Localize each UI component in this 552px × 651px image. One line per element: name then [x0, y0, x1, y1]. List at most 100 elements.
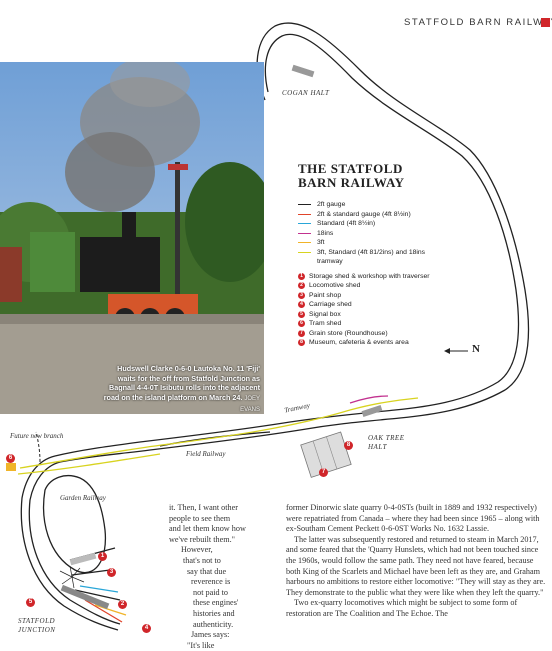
article-line: that's not to	[183, 555, 221, 565]
grain-store-building	[300, 431, 352, 478]
legend-label: 3ft, Standard (4ft 81/2ins) and 18ins tr…	[317, 248, 426, 266]
map-marker-7: 7	[319, 468, 328, 477]
legend-item: 2ft & standard gauge (4ft 8½in)	[298, 210, 437, 220]
junction-siding-3	[74, 589, 121, 601]
header-accent-square	[541, 18, 550, 27]
field-siding	[159, 431, 271, 447]
legend-numbered-item: 4 Carriage shed	[298, 300, 437, 310]
legend-label: 3ft	[317, 239, 325, 246]
oak-tree-halt-platform	[361, 405, 383, 417]
article-line: it. Then, I want other	[169, 503, 238, 512]
map-marker-6: 6	[6, 454, 15, 463]
north-arrow	[444, 348, 468, 354]
map-marker-8: 8	[344, 441, 353, 450]
signal-box-fan	[59, 565, 85, 589]
18in-track	[349, 395, 389, 404]
legend-numbered-label: Museum, cafeteria & events area	[309, 339, 409, 346]
legend-numbered-item: 5 Signal box	[298, 310, 437, 320]
oak-tree-halt-label-2: HALT	[368, 443, 387, 451]
article-line: reverence is	[191, 577, 231, 587]
article-line: "It's like	[187, 640, 215, 650]
number-badge: 4	[298, 301, 305, 309]
map-title: THE STATFOLD BARN RAILWAY	[298, 162, 405, 190]
number-badge: 5	[298, 310, 305, 318]
legend-numbered-label: Carriage shed	[309, 301, 352, 308]
map-title-line-2: BARN RAILWAY	[298, 175, 405, 190]
article-paragraph: Two ex-quarry locomotives which might be…	[286, 598, 518, 618]
legend-label: 2ft gauge	[317, 201, 346, 208]
garden-railway-loop	[42, 475, 107, 574]
number-badge: 2	[298, 282, 305, 290]
legend-label: 2ft & standard gauge (4ft 8½in)	[317, 210, 411, 218]
field-railway-label: Field Railway	[186, 450, 226, 458]
statfold-junction-label-2: JUNCTION	[18, 626, 56, 634]
photo-credit: JOEY EVANS	[240, 395, 260, 414]
legend-numbered-item: 1 Storage shed & workshop with traverser	[298, 272, 437, 282]
oak-tree-halt-label-1: OAK TREE	[368, 434, 405, 442]
legend-numbered-label: Paint shop	[309, 291, 342, 299]
photo-caption: Hudswell Clarke 0-6-0 Lautoka No. 11 'Fi…	[100, 364, 260, 414]
article-column-left: it. Then, I want other people to see the…	[169, 503, 281, 651]
legend-numbered-label: Storage shed & workshop with traverser	[309, 272, 430, 280]
caption-text: Hudswell Clarke 0-6-0 Lautoka No. 11 'Fi…	[103, 364, 260, 402]
map-marker-1: 1	[98, 552, 107, 561]
future-branch-label: Future new branch	[10, 432, 64, 440]
article-line: authenticity.	[193, 619, 234, 629]
number-badge: 1	[298, 272, 305, 280]
article-line: and let them know how	[169, 524, 246, 534]
north-label: N	[472, 343, 480, 355]
article-line: say that due	[187, 566, 227, 576]
future-branch-track	[35, 431, 41, 463]
map-marker-2: 2	[118, 600, 127, 609]
junction-siding-2	[71, 569, 111, 576]
number-badge: 6	[298, 320, 305, 328]
article-line: histories and	[193, 608, 235, 618]
number-badge: 8	[298, 339, 305, 347]
legend-numbered-label: Grain store (Roundhouse)	[309, 329, 388, 337]
tram-shed-building	[6, 463, 16, 471]
dual-gauge-track	[84, 599, 123, 623]
legend-numbered-item: 8 Museum, cafeteria & events area	[298, 338, 437, 348]
number-badge: 3	[298, 291, 305, 299]
steam-locomotive-photo: Hudswell Clarke 0-6-0 Lautoka No. 11 'Fi…	[0, 62, 264, 414]
legend-label: Standard (4ft 8½in)	[317, 220, 376, 227]
article-paragraph: The latter was subsequently restored and…	[286, 534, 546, 597]
article-line: not paid to	[193, 587, 229, 597]
storage-shed-building	[69, 552, 97, 566]
map-marker-4: 4	[142, 624, 151, 633]
article-line: James says:	[191, 630, 230, 640]
cogan-halt-label: COGAN HALT	[282, 89, 330, 97]
article-line: we've rebuilt them."	[169, 534, 235, 544]
legend-item: 3ft	[298, 238, 437, 248]
statfold-junction-platform	[60, 584, 110, 610]
legend-item: Standard (4ft 8½in)	[298, 219, 437, 229]
legend-numbered-item: 2 Locomotive shed	[298, 281, 437, 291]
legend-item: 2ft gauge	[298, 200, 437, 210]
tramway-track	[19, 397, 419, 469]
number-badge: 7	[298, 329, 305, 337]
map-marker-3: 3	[107, 568, 116, 577]
legend-numbered-label: Locomotive shed	[309, 282, 361, 289]
standard-gauge-track	[79, 585, 119, 593]
legend-numbered-item: 3 Paint shop	[298, 291, 437, 301]
running-header: STATFOLD BARN RAILWAY	[404, 17, 552, 28]
article-paragraph: former Dinorwic slate quarry 0-4-0STs (b…	[286, 503, 540, 534]
inner-loop-track	[20, 33, 520, 631]
legend-item: 3ft, Standard (4ft 81/2ins) and 18ins tr…	[298, 248, 437, 267]
legend-label: 18ins	[317, 229, 334, 237]
tramway-track-2	[17, 453, 161, 475]
article-line: people to see them	[169, 513, 231, 523]
map-marker-5: 5	[26, 598, 35, 607]
map-legend: 2ft gauge 2ft & standard gauge (4ft 8½in…	[298, 200, 437, 348]
legend-numbered-item: 7 Grain store (Roundhouse)	[298, 329, 437, 339]
article-column-right: former Dinorwic slate quarry 0-4-0STs (b…	[286, 503, 548, 647]
legend-numbered-label: Signal box	[309, 310, 341, 318]
article-line: However,	[181, 545, 213, 555]
photo-illustration	[0, 62, 264, 414]
3ft-track	[94, 604, 127, 616]
garden-railway-label: Garden Railway	[60, 494, 106, 502]
legend-item: 18ins	[298, 229, 437, 239]
statfold-junction-label-1: STATFOLD	[18, 617, 56, 625]
